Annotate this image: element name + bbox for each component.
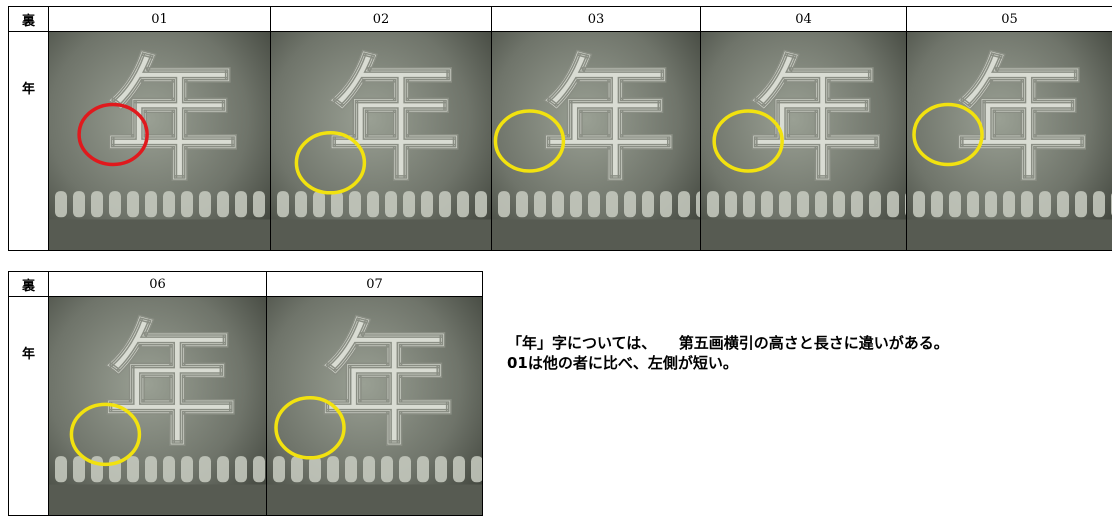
comparison-table-1: 裏 01 02 03 04 05 年 年 年 年 年 年: [8, 6, 1112, 251]
coin-photo-cell: 年: [270, 31, 492, 251]
svg-text:年: 年: [748, 40, 883, 199]
coin-photo-02: 年: [271, 32, 491, 250]
observation-note: 「年」字については、 第五画横引の高さと長さに違いがある。 01は他の者に比べ、…: [507, 333, 949, 373]
coin-photo-cell: 年: [491, 31, 701, 251]
header-label: 裏: [8, 6, 49, 32]
coin-photo-05: 年: [907, 32, 1112, 250]
column-label-03: 03: [491, 6, 701, 32]
column-label-01: 01: [48, 6, 271, 32]
row-label: 年: [8, 296, 49, 516]
column-label-06: 06: [48, 271, 267, 297]
coin-photo-06: 年: [49, 297, 266, 515]
coin-photo-cell: 年: [48, 31, 271, 251]
row-label: 年: [8, 31, 49, 251]
coin-photo-cell: 年: [906, 31, 1112, 251]
column-label-04: 04: [700, 6, 907, 32]
coin-photo-07: 年: [267, 297, 482, 515]
svg-text:年: 年: [105, 40, 240, 199]
column-label-02: 02: [270, 6, 492, 32]
column-label-05: 05: [906, 6, 1112, 32]
svg-text:年: 年: [103, 305, 238, 464]
note-line-1: 「年」字については、 第五画横引の高さと長さに違いがある。: [507, 334, 949, 352]
coin-photo-cell: 年: [48, 296, 267, 516]
coin-photo-cell: 年: [700, 31, 907, 251]
comparison-table-2: 裏 06 07 年 年 年: [8, 271, 483, 516]
coin-photo-cell: 年: [266, 296, 483, 516]
svg-text:年: 年: [954, 40, 1089, 199]
svg-text:年: 年: [541, 40, 676, 199]
coin-photo-03: 年: [492, 32, 700, 250]
note-line-2: 01は他の者に比べ、左側が短い。: [507, 354, 738, 372]
coin-photo-01: 年: [49, 32, 270, 250]
column-label-07: 07: [266, 271, 483, 297]
svg-text:年: 年: [327, 40, 462, 199]
coin-photo-04: 年: [701, 32, 906, 250]
header-label: 裏: [8, 271, 49, 297]
